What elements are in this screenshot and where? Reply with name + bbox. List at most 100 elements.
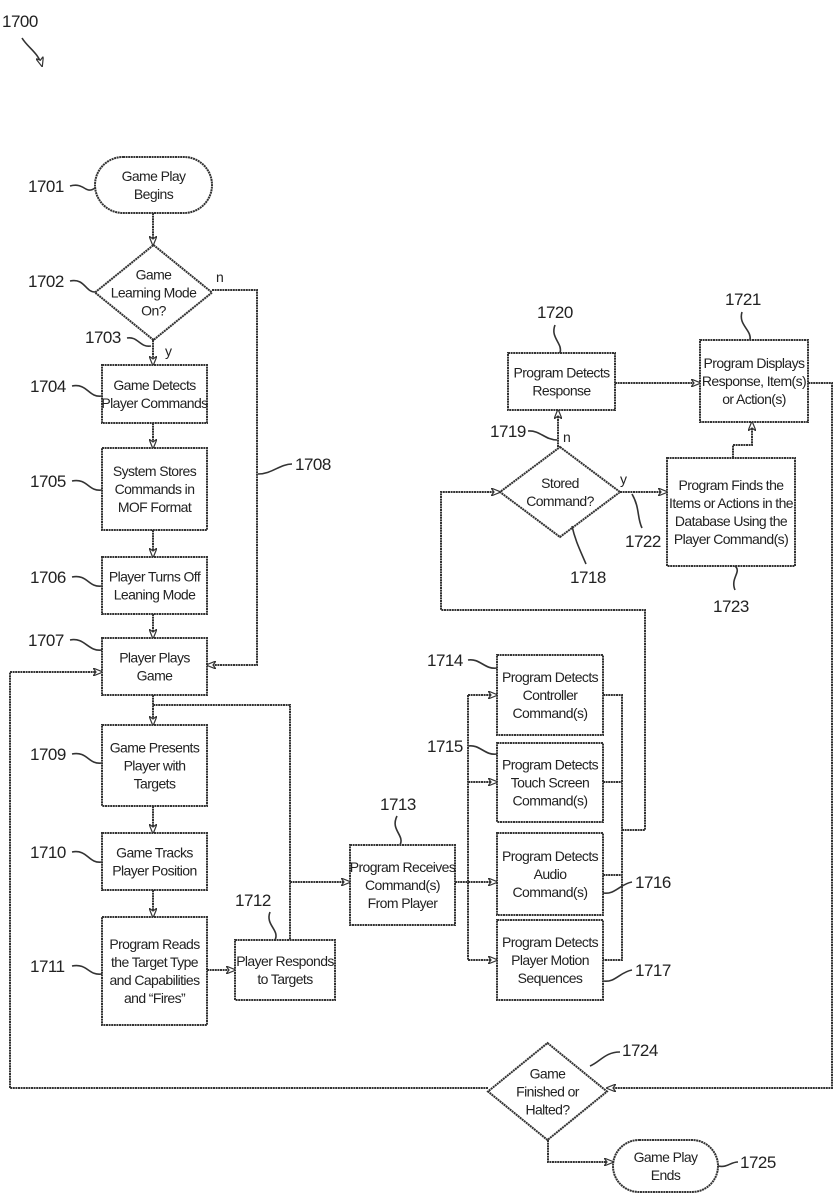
- node-text-line: Ends: [651, 1167, 681, 1183]
- reference-number: 1701: [28, 177, 64, 196]
- reference-number: 1708: [295, 455, 331, 474]
- process-box: [102, 638, 207, 695]
- reference-number: 1703: [85, 328, 121, 347]
- node-1724-decision: GameFinished orHalted?: [488, 1043, 607, 1140]
- node-1721-process: Program DisplaysResponse, Item(s)or Acti…: [700, 340, 808, 422]
- leader-line: [554, 325, 561, 353]
- leader-line: [70, 281, 95, 292]
- leader-line: [72, 852, 102, 863]
- node-1709-process: Game PresentsPlayer withTargets: [102, 725, 207, 806]
- reference-number: 1712: [235, 891, 271, 910]
- node-text-line: Audio: [534, 866, 568, 882]
- node-1716-process: Program DetectsAudioCommand(s): [497, 833, 603, 915]
- node-text-line: On?: [141, 303, 166, 319]
- figure-reference: 1700: [2, 12, 38, 31]
- node-text-line: Command(s): [513, 705, 588, 721]
- node-text-line: Program Detects: [513, 365, 610, 381]
- node-text-line: Program Detects: [502, 757, 599, 773]
- reference-number: 1714: [427, 651, 463, 670]
- node-text-line: Player Commands: [101, 395, 208, 411]
- process-box: [508, 353, 615, 410]
- node-text-line: Response: [532, 383, 591, 399]
- node-text-line: Player Position: [112, 863, 196, 879]
- node-text-line: Program Detects: [502, 669, 599, 685]
- node-text-line: the Target Type: [111, 954, 199, 970]
- leader-line: [603, 882, 632, 893]
- leader-line: [395, 816, 401, 845]
- branch-label: n: [563, 429, 570, 445]
- node-1711-process: Program Reads the Target Type and Capabili…: [102, 917, 207, 1025]
- node-text-line: Game Detects: [113, 377, 196, 393]
- node-1705-process: System StoresCommands inMOF Format: [102, 448, 207, 530]
- reference-number: 1707: [28, 631, 64, 650]
- leader-line: [632, 494, 642, 528]
- terminator-shape: [613, 1140, 718, 1192]
- node-text-line: Leaning Mode: [114, 587, 196, 603]
- node-text-line: or Action(s): [722, 391, 786, 407]
- reference-number: 1705: [30, 472, 66, 491]
- node-text-line: Stored: [541, 475, 579, 491]
- node-text-line: Finished or: [516, 1084, 580, 1100]
- leader-line: [741, 312, 750, 340]
- reference-number: 1709: [30, 745, 66, 764]
- node-text-line: Controller: [523, 687, 579, 703]
- node-1714-process: Program DetectsControllerCommand(s): [497, 655, 603, 735]
- process-box: [102, 917, 207, 1025]
- reference-number: 1702: [28, 272, 64, 291]
- node-1710-process: Game TracksPlayer Position: [102, 833, 207, 890]
- reference-number: 1717: [635, 961, 671, 980]
- reference-number: 1724: [622, 1041, 658, 1060]
- node-text-line: Player Responds: [236, 953, 334, 969]
- reference-number: 1716: [635, 873, 671, 892]
- leader-line: [734, 566, 738, 590]
- reference-number: 1725: [740, 1153, 776, 1172]
- node-1704-process: Game DetectsPlayer Commands: [101, 365, 208, 423]
- node-text-line: Game Presents: [110, 740, 200, 756]
- node-text-line: Sequences: [518, 970, 583, 986]
- node-1712-process: Player Respondsto Targets: [235, 940, 335, 1000]
- connector-arrow: [207, 290, 257, 665]
- leader-line: [72, 966, 102, 975]
- reference-number: 1721: [725, 290, 761, 309]
- node-1715-process: Program DetectsTouch ScreenCommand(s): [497, 743, 603, 822]
- node-text-line: Command(s): [513, 884, 588, 900]
- leader-line: [468, 660, 497, 668]
- node-text-line: Player Motion: [511, 952, 589, 968]
- reference-number: 1710: [30, 843, 66, 862]
- node-text-line: Program Reads: [109, 936, 200, 952]
- node-text-line: Game Tracks: [116, 845, 193, 861]
- node-text-line: Commands in: [115, 481, 195, 497]
- reference-number: 1715: [427, 737, 463, 756]
- node-text-line: Player Turns Off: [109, 569, 201, 585]
- reference-number: 1722: [625, 532, 661, 551]
- branch-label: y: [620, 471, 627, 487]
- node-text-line: Game: [136, 267, 173, 283]
- node-text-line: Begins: [134, 186, 174, 202]
- nodes: Game PlayBeginsGameLearning ModeOn?Game …: [95, 157, 808, 1192]
- connector-arrow: [733, 422, 752, 458]
- node-text-line: Player Command(s): [674, 531, 788, 547]
- leader-line: [603, 970, 632, 981]
- node-text-line: Program Detects: [502, 934, 599, 950]
- node-text-line: Game Play: [122, 168, 186, 184]
- node-1720-process: Program DetectsResponse: [508, 353, 615, 410]
- node-text-line: Command(s): [365, 877, 440, 893]
- leader-line: [528, 431, 557, 440]
- leader-line: [269, 912, 276, 940]
- connector-arrow: [548, 1140, 613, 1162]
- node-text-line: Player with: [124, 758, 186, 774]
- node-text-line: Command?: [526, 493, 594, 509]
- node-1701-terminator: Game PlayBegins: [95, 157, 212, 213]
- node-1707-process: Player PlaysGame: [102, 638, 207, 695]
- leader-line: [718, 1162, 738, 1166]
- node-text-line: Command(s): [513, 793, 588, 809]
- leader-line: [70, 185, 95, 190]
- leader-line: [72, 386, 102, 397]
- node-text-line: and Capabilities: [109, 972, 200, 988]
- node-1723-process: Program Finds theItems or Actions in the…: [667, 458, 795, 566]
- node-text-line: Player Plays: [119, 650, 190, 666]
- reference-number: 1704: [30, 377, 66, 396]
- node-text-line: Items or Actions in the: [669, 495, 794, 511]
- leader-line: [468, 746, 497, 754]
